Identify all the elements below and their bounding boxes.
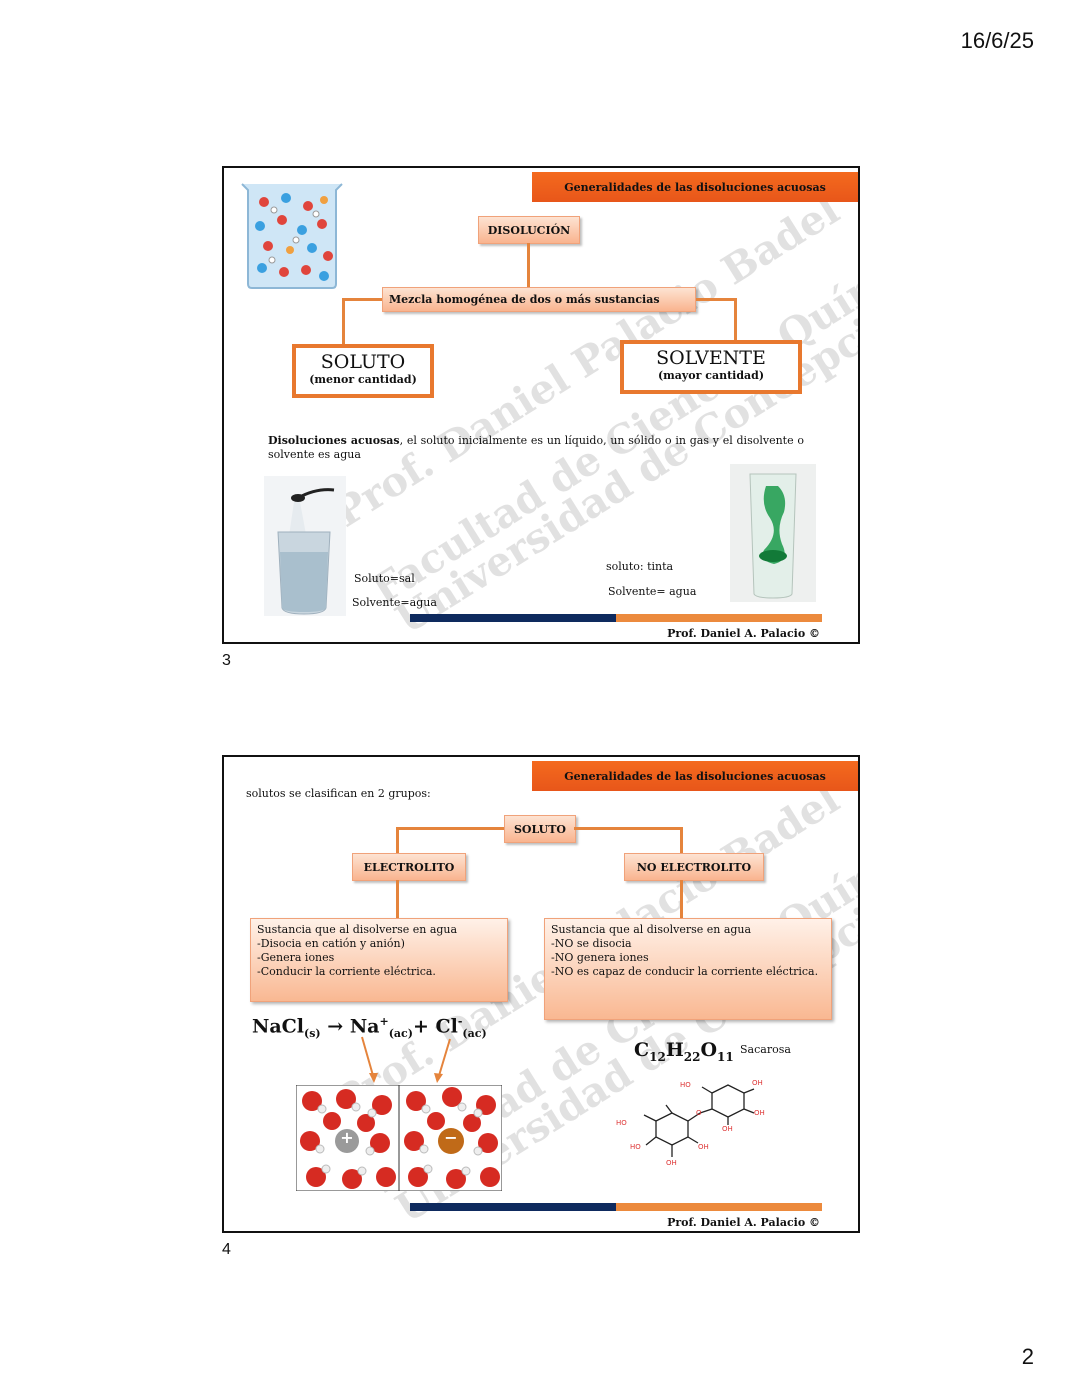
soluto-subtitle: (menor cantidad)	[309, 373, 417, 386]
salt-water-glass-icon	[264, 476, 346, 616]
footer-bar-navy	[410, 1203, 616, 1211]
connector	[342, 298, 345, 344]
ink-water-glass-icon	[730, 464, 816, 602]
slide-banner: Generalidades de las disoluciones acuosa…	[532, 761, 858, 791]
f-c: C	[634, 1039, 650, 1061]
eq-arrow: →	[327, 1015, 344, 1038]
eq-nacl: NaCl	[252, 1015, 305, 1038]
desc-line: Sustancia que al disolverse en agua	[551, 923, 752, 936]
sucrose-name: Sacarosa	[740, 1043, 791, 1056]
footer-bar-navy	[410, 614, 616, 622]
slide-number-4: 4	[222, 1241, 231, 1258]
sucrose-structure-icon	[643, 1084, 755, 1157]
slide-author: Prof. Daniel A. Palacio ©	[667, 1216, 820, 1229]
cation-sign: +	[340, 1128, 354, 1147]
f-h-n: 22	[683, 1049, 701, 1064]
definition-paragraph: Disoluciones acuosas, el soluto inicialm…	[268, 434, 804, 462]
solvente-box: SOLVENTE (mayor cantidad)	[620, 340, 802, 394]
soluto-box: SOLUTO (menor cantidad)	[292, 344, 434, 398]
definition-term: Disoluciones acuosas	[268, 434, 400, 447]
connector	[680, 880, 683, 918]
f-c-n: 12	[649, 1049, 666, 1064]
print-date: 16/6/25	[960, 28, 1034, 53]
atom-label: O	[696, 1109, 702, 1117]
eq-cl: Cl	[435, 1015, 458, 1038]
eq-state: (ac)	[388, 1027, 413, 1041]
desc-line: -Conducir la corriente eléctrica.	[257, 965, 436, 978]
connector	[680, 827, 683, 853]
pointer-arrows-icon	[361, 1036, 451, 1083]
anion-sign: −	[444, 1128, 458, 1147]
example2-solute: soluto: tinta	[606, 560, 674, 573]
electrolito-description: Sustancia que al disolverse en agua -Dis…	[250, 918, 508, 1002]
atom-label: HO	[630, 1143, 641, 1151]
solvente-title: SOLVENTE	[656, 347, 766, 369]
slide-3: Prof. Daniel Palacio Badel Facultad de C…	[222, 166, 860, 644]
connector	[396, 827, 504, 830]
hydrated-ions-icon	[296, 1085, 502, 1191]
soluto-box: SOLUTO	[504, 815, 576, 843]
slide-banner: Generalidades de las disoluciones acuosa…	[532, 172, 858, 202]
f-o: O	[700, 1039, 718, 1061]
solvente-subtitle: (mayor cantidad)	[657, 369, 765, 382]
electrolito-box: ELECTROLITO	[352, 853, 466, 881]
desc-line: -Disocia en catión y anión)	[257, 937, 405, 950]
beaker-molecules-icon	[241, 183, 343, 289]
eq-charge: +	[379, 1015, 389, 1028]
connector	[574, 827, 682, 830]
connector	[396, 827, 399, 853]
dissociation-equation: NaCl(s) → Na+(ac)+ Cl-(ac)	[252, 1015, 487, 1040]
atom-label: OH	[666, 1159, 677, 1167]
sucrose-formula: C12H22O11	[634, 1039, 734, 1064]
connector	[396, 880, 399, 918]
atom-label: OH	[752, 1079, 763, 1087]
definition-text: , el soluto inicialmente es un líquido, …	[268, 434, 804, 461]
example1-solute: Soluto=sal	[354, 572, 415, 585]
f-h: H	[665, 1039, 684, 1061]
slide-author: Prof. Daniel A. Palacio ©	[667, 627, 820, 640]
footer-bar-orange	[616, 614, 822, 622]
desc-line: -Genera iones	[257, 951, 335, 964]
eq-state: (s)	[304, 1027, 321, 1041]
slide-4: Prof. Daniel Palacio Badel Facultad de C…	[222, 755, 860, 1233]
desc-line: Sustancia que al disolverse en agua	[257, 923, 458, 936]
eq-charge: -	[457, 1015, 463, 1028]
example2-solvent: Solvente= agua	[608, 585, 697, 598]
example1-solvent: Solvente=agua	[352, 596, 437, 609]
eq-state: (ac)	[462, 1027, 487, 1041]
connector	[696, 298, 736, 301]
atom-label: HO	[616, 1119, 627, 1127]
atom-label: OH	[698, 1143, 709, 1151]
footer-bar-orange	[616, 1203, 822, 1211]
desc-line: -NO es capaz de conducir la corriente el…	[551, 965, 819, 978]
no-electrolito-box: NO ELECTROLITO	[624, 853, 764, 881]
eq-plus: +	[412, 1015, 429, 1038]
atom-label: OH	[722, 1125, 733, 1133]
eq-na: Na	[349, 1015, 380, 1038]
atom-label: OH	[754, 1109, 765, 1117]
desc-line: -NO genera iones	[551, 951, 649, 964]
mezcla-box: Mezcla homogénea de dos o más sustancias	[382, 287, 696, 312]
intro-text: solutos se clasifican en 2 grupos:	[246, 787, 431, 800]
f-o-n: 11	[717, 1049, 734, 1064]
sucrose-atom-labels: HO OH OH OH HO HO OH OH O	[616, 1075, 766, 1171]
atom-label: HO	[680, 1081, 691, 1089]
soluto-title: SOLUTO	[320, 351, 406, 373]
slide-number-3: 3	[222, 652, 231, 669]
desc-line: -NO se disocia	[551, 937, 632, 950]
page-number: 2	[1021, 1344, 1034, 1369]
connector	[342, 298, 382, 301]
disolucion-box: DISOLUCIÓN	[478, 216, 580, 244]
connector	[527, 243, 530, 287]
connector	[734, 298, 737, 342]
no-electrolito-description: Sustancia que al disolverse en agua -NO …	[544, 918, 832, 1020]
